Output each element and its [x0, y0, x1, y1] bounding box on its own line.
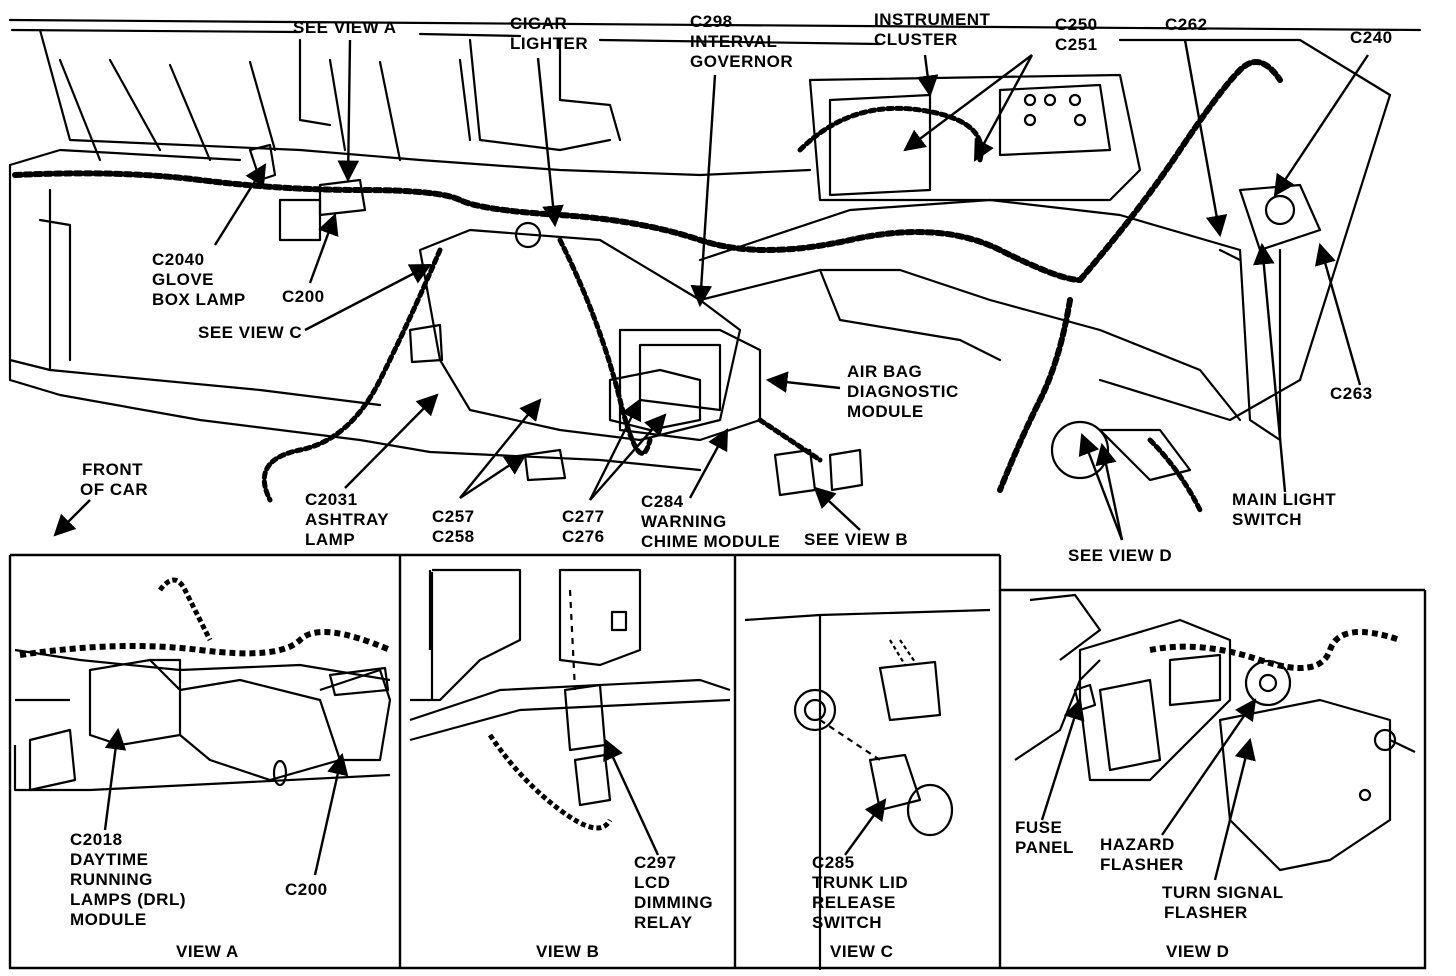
c277-line: C277	[562, 507, 605, 526]
view-b-title: VIEW B	[536, 942, 600, 961]
c2031-line-1: C2031	[305, 490, 358, 509]
view-b-illustration	[409, 568, 731, 831]
hazard-flasher-line-1: HAZARD	[1100, 835, 1175, 854]
view-b-arrows	[603, 738, 660, 856]
c298-line-2: INTERVAL	[690, 32, 778, 51]
cigar-lighter-label: CIGAR LIGHTER	[510, 14, 588, 54]
see-view-b-label: SEE VIEW B	[804, 530, 909, 549]
c2031-label: C2031 ASHTRAY LAMP	[305, 490, 389, 550]
c277-c276-label: C277 C276	[562, 507, 605, 547]
turn-signal-line-2: FLASHER	[1164, 903, 1248, 922]
front-of-car-line-1: FRONT	[82, 460, 144, 479]
cigar-lighter-line-2: LIGHTER	[510, 34, 589, 53]
fuse-panel-line-1: FUSE	[1015, 818, 1063, 837]
c285-line-1: C285	[812, 853, 855, 872]
c251-line: C251	[1055, 35, 1098, 54]
c284-label: C284 WARNING CHIME MODULE	[641, 492, 780, 552]
view-a-title: VIEW A	[176, 942, 239, 961]
see-view-d-label: SEE VIEW D	[1068, 546, 1173, 565]
view-c-illustration	[744, 608, 991, 970]
air-bag-line-1: AIR BAG	[847, 362, 923, 381]
fuse-panel-label: FUSE PANEL	[1015, 818, 1074, 858]
c257-c258-label: C257 C258	[432, 507, 475, 547]
turn-signal-line-1: TURN SIGNAL	[1162, 883, 1284, 902]
c2018-line-4: LAMPS (DRL)	[70, 890, 186, 909]
view-a-illustration	[13, 577, 392, 792]
c250-line: C250	[1055, 15, 1098, 34]
main-leader-arrows	[53, 39, 1369, 541]
air-bag-line-2: DIAGNOSTIC	[847, 382, 959, 401]
air-bag-line-3: MODULE	[847, 402, 924, 421]
c297-line-3: DIMMING	[634, 893, 714, 912]
view-a-c200-label: C200	[285, 880, 328, 899]
c284-line-2: WARNING	[641, 512, 727, 531]
fuse-panel-line-2: PANEL	[1015, 838, 1074, 857]
c276-line: C276	[562, 527, 605, 546]
turn-signal-flasher-label: TURN SIGNAL FLASHER	[1162, 883, 1284, 923]
c250-c251-label: C250 C251	[1055, 15, 1098, 55]
instrument-cluster-line-1: INSTRUMENT	[874, 10, 991, 29]
c2040-line-2: GLOVE	[152, 270, 215, 289]
c2040-label: C2040 GLOVE BOX LAMP	[152, 250, 246, 310]
main-light-switch-label: MAIN LIGHT SWITCH	[1232, 490, 1336, 530]
see-view-a-label: SEE VIEW A	[293, 18, 397, 37]
c298-line-3: GOVERNOR	[690, 52, 794, 71]
c262-label: C262	[1165, 15, 1208, 34]
c2031-line-3: LAMP	[305, 530, 356, 549]
c2018-line-1: C2018	[70, 830, 123, 849]
c200-main-label: C200	[282, 287, 325, 306]
c297-label: C297 LCD DIMMING RELAY	[634, 853, 713, 933]
see-view-c-label: SEE VIEW C	[198, 323, 303, 342]
air-bag-module-label: AIR BAG DIAGNOSTIC MODULE	[847, 362, 959, 422]
c298-line-1: C298	[690, 12, 733, 31]
c284-line-3: CHIME MODULE	[641, 532, 781, 551]
main-light-switch-line-2: SWITCH	[1232, 510, 1303, 529]
front-of-car-line-2: OF CAR	[80, 480, 149, 499]
front-of-car-label: FRONT OF CAR	[80, 460, 148, 500]
main-light-switch-line-1: MAIN LIGHT	[1232, 490, 1337, 509]
c2018-line-3: RUNNING	[70, 870, 153, 889]
c258-line: C258	[432, 527, 475, 546]
c297-line-2: LCD	[634, 873, 671, 892]
c285-line-4: SWITCH	[812, 913, 883, 932]
view-frames	[8, 553, 1427, 970]
c2018-drl-label: C2018 DAYTIME RUNNING LAMPS (DRL) MODULE	[70, 830, 186, 930]
c285-line-3: RELEASE	[812, 893, 896, 912]
c263-label: C263	[1330, 384, 1373, 403]
c298-label: C298 INTERVAL GOVERNOR	[690, 12, 793, 72]
instrument-cluster-label: INSTRUMENT CLUSTER	[874, 10, 990, 50]
cigar-lighter-line-1: CIGAR	[510, 14, 568, 33]
view-c-arrows	[844, 798, 887, 856]
c284-line-1: C284	[641, 492, 684, 511]
view-c-title: VIEW C	[830, 942, 894, 961]
hazard-flasher-label: HAZARD FLASHER	[1100, 835, 1184, 875]
c257-line: C257	[432, 507, 475, 526]
c297-line-1: C297	[634, 853, 677, 872]
c297-line-4: RELAY	[634, 913, 693, 932]
c2018-line-2: DAYTIME	[70, 850, 149, 869]
view-d-arrows	[1040, 697, 1257, 881]
c285-label: C285 TRUNK LID RELEASE SWITCH	[812, 853, 908, 933]
c2031-line-2: ASHTRAY	[305, 510, 390, 529]
instrument-cluster-line-2: CLUSTER	[874, 30, 958, 49]
c2018-line-5: MODULE	[70, 910, 147, 929]
view-d-illustration	[1014, 593, 1416, 872]
view-a-arrows	[103, 727, 349, 876]
c240-label: C240	[1350, 28, 1393, 47]
hazard-flasher-line-2: FLASHER	[1100, 855, 1184, 874]
view-d-title: VIEW D	[1166, 942, 1230, 961]
c2040-line-3: BOX LAMP	[152, 290, 246, 309]
c285-line-2: TRUNK LID	[812, 873, 909, 892]
c2040-line-1: C2040	[152, 250, 205, 269]
